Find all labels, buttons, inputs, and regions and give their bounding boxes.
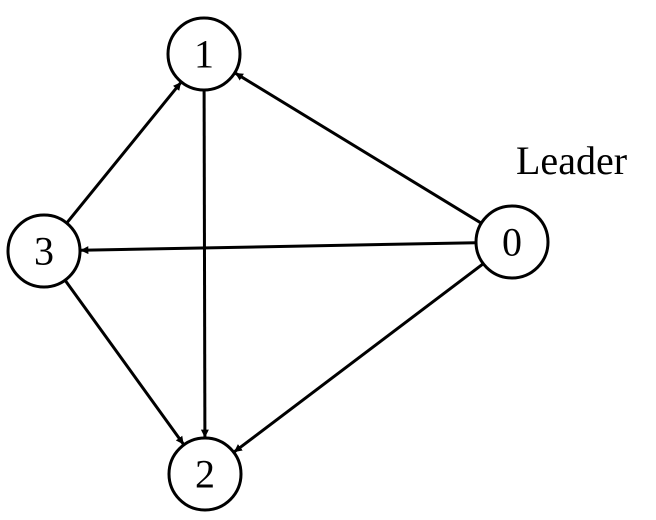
node-0: 0 [474, 204, 550, 280]
node-1-circle [166, 16, 242, 92]
node-0-circle [474, 204, 550, 280]
edge-1-to-2 [200, 89, 209, 438]
edges-layer [63, 72, 485, 453]
node-2-circle [167, 436, 243, 512]
node-3-label: 3 [34, 229, 54, 274]
edge-0-to-3 [80, 241, 477, 255]
node-2-label: 2 [195, 452, 215, 497]
edge-3-to-1 [65, 81, 182, 225]
leader-label: Leader [516, 138, 627, 183]
edge-3-to-2 [63, 279, 185, 445]
node-3-circle [6, 213, 82, 289]
node-1-label: 1 [194, 32, 214, 77]
edge-0-to-2 [233, 262, 485, 453]
edge-0-to-1 [234, 72, 483, 225]
node-2: 2 [167, 436, 243, 512]
node-1: 1 [166, 16, 242, 92]
node-3: 3 [6, 213, 82, 289]
node-0-label: 0 [502, 220, 522, 265]
